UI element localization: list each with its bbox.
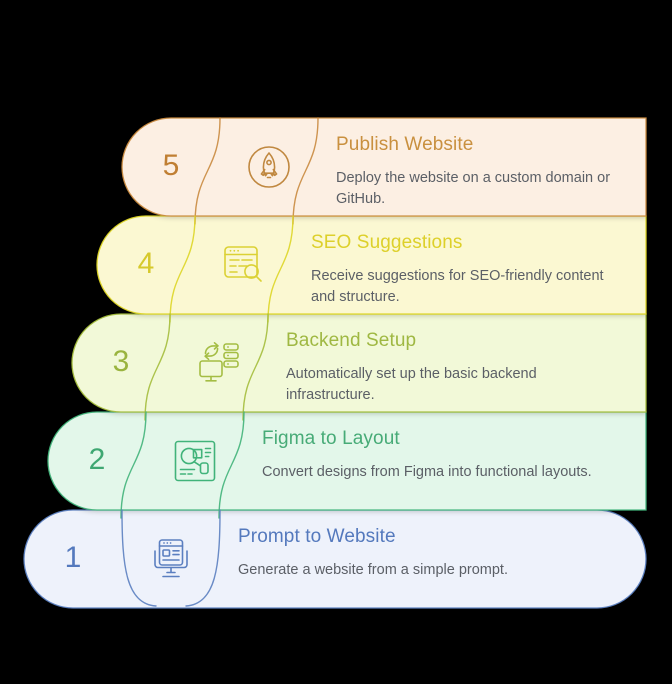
browser-search-icon: [216, 237, 272, 293]
monitor-webpage-icon: [143, 531, 199, 587]
server-monitor-sync-icon: [191, 335, 247, 391]
step-title: Backend Setup: [286, 330, 417, 351]
step-section-divider: [242, 313, 269, 421]
step-number: 3: [112, 345, 130, 378]
step-section-divider: [121, 509, 157, 607]
step-description: Convert designs from Figma into function…: [262, 464, 592, 480]
step-section-divider: [218, 411, 245, 519]
step-number: 5: [162, 149, 180, 182]
step-description: Generate a website from a simple prompt.: [238, 562, 508, 578]
step-section-divider: [169, 215, 196, 323]
step-number: 2: [88, 443, 106, 476]
step-title: Publish Website: [336, 134, 474, 155]
step-band[interactable]: [47, 411, 647, 511]
step-description: Receive suggestions for SEO-friendly con…: [311, 268, 604, 306]
step-band[interactable]: [23, 509, 647, 609]
step-title: Prompt to Website: [238, 526, 396, 547]
step-section-divider: [185, 509, 221, 607]
step-section-divider: [292, 117, 319, 225]
step-section-divider: [120, 411, 147, 519]
step-section-divider: [267, 215, 294, 323]
step-description: Automatically set up the basic backend i…: [286, 366, 537, 404]
step-section-divider: [144, 313, 171, 421]
step-band[interactable]: [96, 215, 647, 315]
step-number: 1: [64, 541, 82, 574]
step-description: Deploy the website on a custom domain or…: [336, 170, 611, 208]
step-title: SEO Suggestions: [311, 232, 463, 253]
step-title: Figma to Layout: [262, 428, 400, 449]
rocket-in-circle-icon: [241, 139, 297, 195]
design-board-icon: [167, 433, 223, 489]
step-band[interactable]: [71, 313, 647, 413]
step-section-divider: [194, 117, 221, 225]
step-band[interactable]: [121, 117, 647, 217]
step-number: 4: [137, 247, 155, 280]
